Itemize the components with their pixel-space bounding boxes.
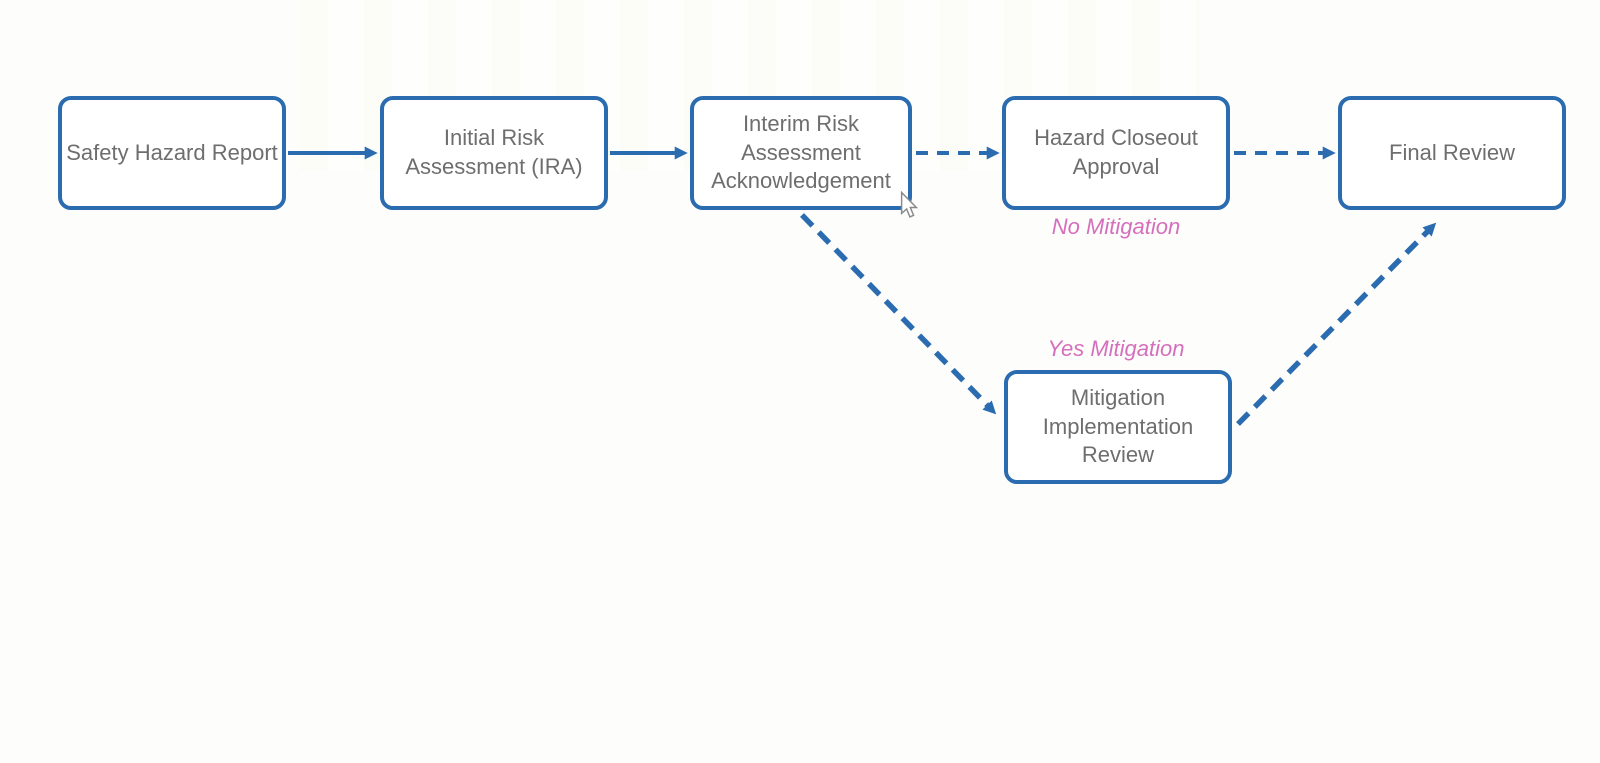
node-initial-risk-assessment-ira: Initial Risk Assessment (IRA)	[380, 96, 608, 210]
node-safety-hazard-report: Safety Hazard Report	[58, 96, 286, 210]
node-final-review: Final Review	[1338, 96, 1566, 210]
edge-label-no-mitigation: No Mitigation	[1051, 214, 1181, 239]
node-hazard-closeout-approval: Hazard Closeout Approval	[1002, 96, 1230, 210]
edge-interim-to-mitigation	[800, 213, 997, 415]
node-interim-risk-assessment-acknowledgement: Interim Risk Assessment Acknowledgement	[690, 96, 912, 210]
node-label: Hazard Closeout Approval	[1034, 125, 1198, 179]
node-label: Safety Hazard Report	[66, 139, 278, 165]
edge-mitigation-to-final	[1236, 222, 1437, 426]
node-label: Final Review	[1389, 139, 1515, 165]
edge-label-yes-mitigation: Yes Mitigation	[1047, 336, 1185, 361]
node-mitigation-implementation-review: Mitigation Implementation Review	[1004, 370, 1232, 484]
node-label: Mitigation Implementation Review	[1042, 385, 1194, 468]
node-label: Initial Risk Assessment (IRA)	[405, 125, 583, 179]
node-label: Interim Risk Assessment Acknowledgement	[711, 111, 891, 194]
